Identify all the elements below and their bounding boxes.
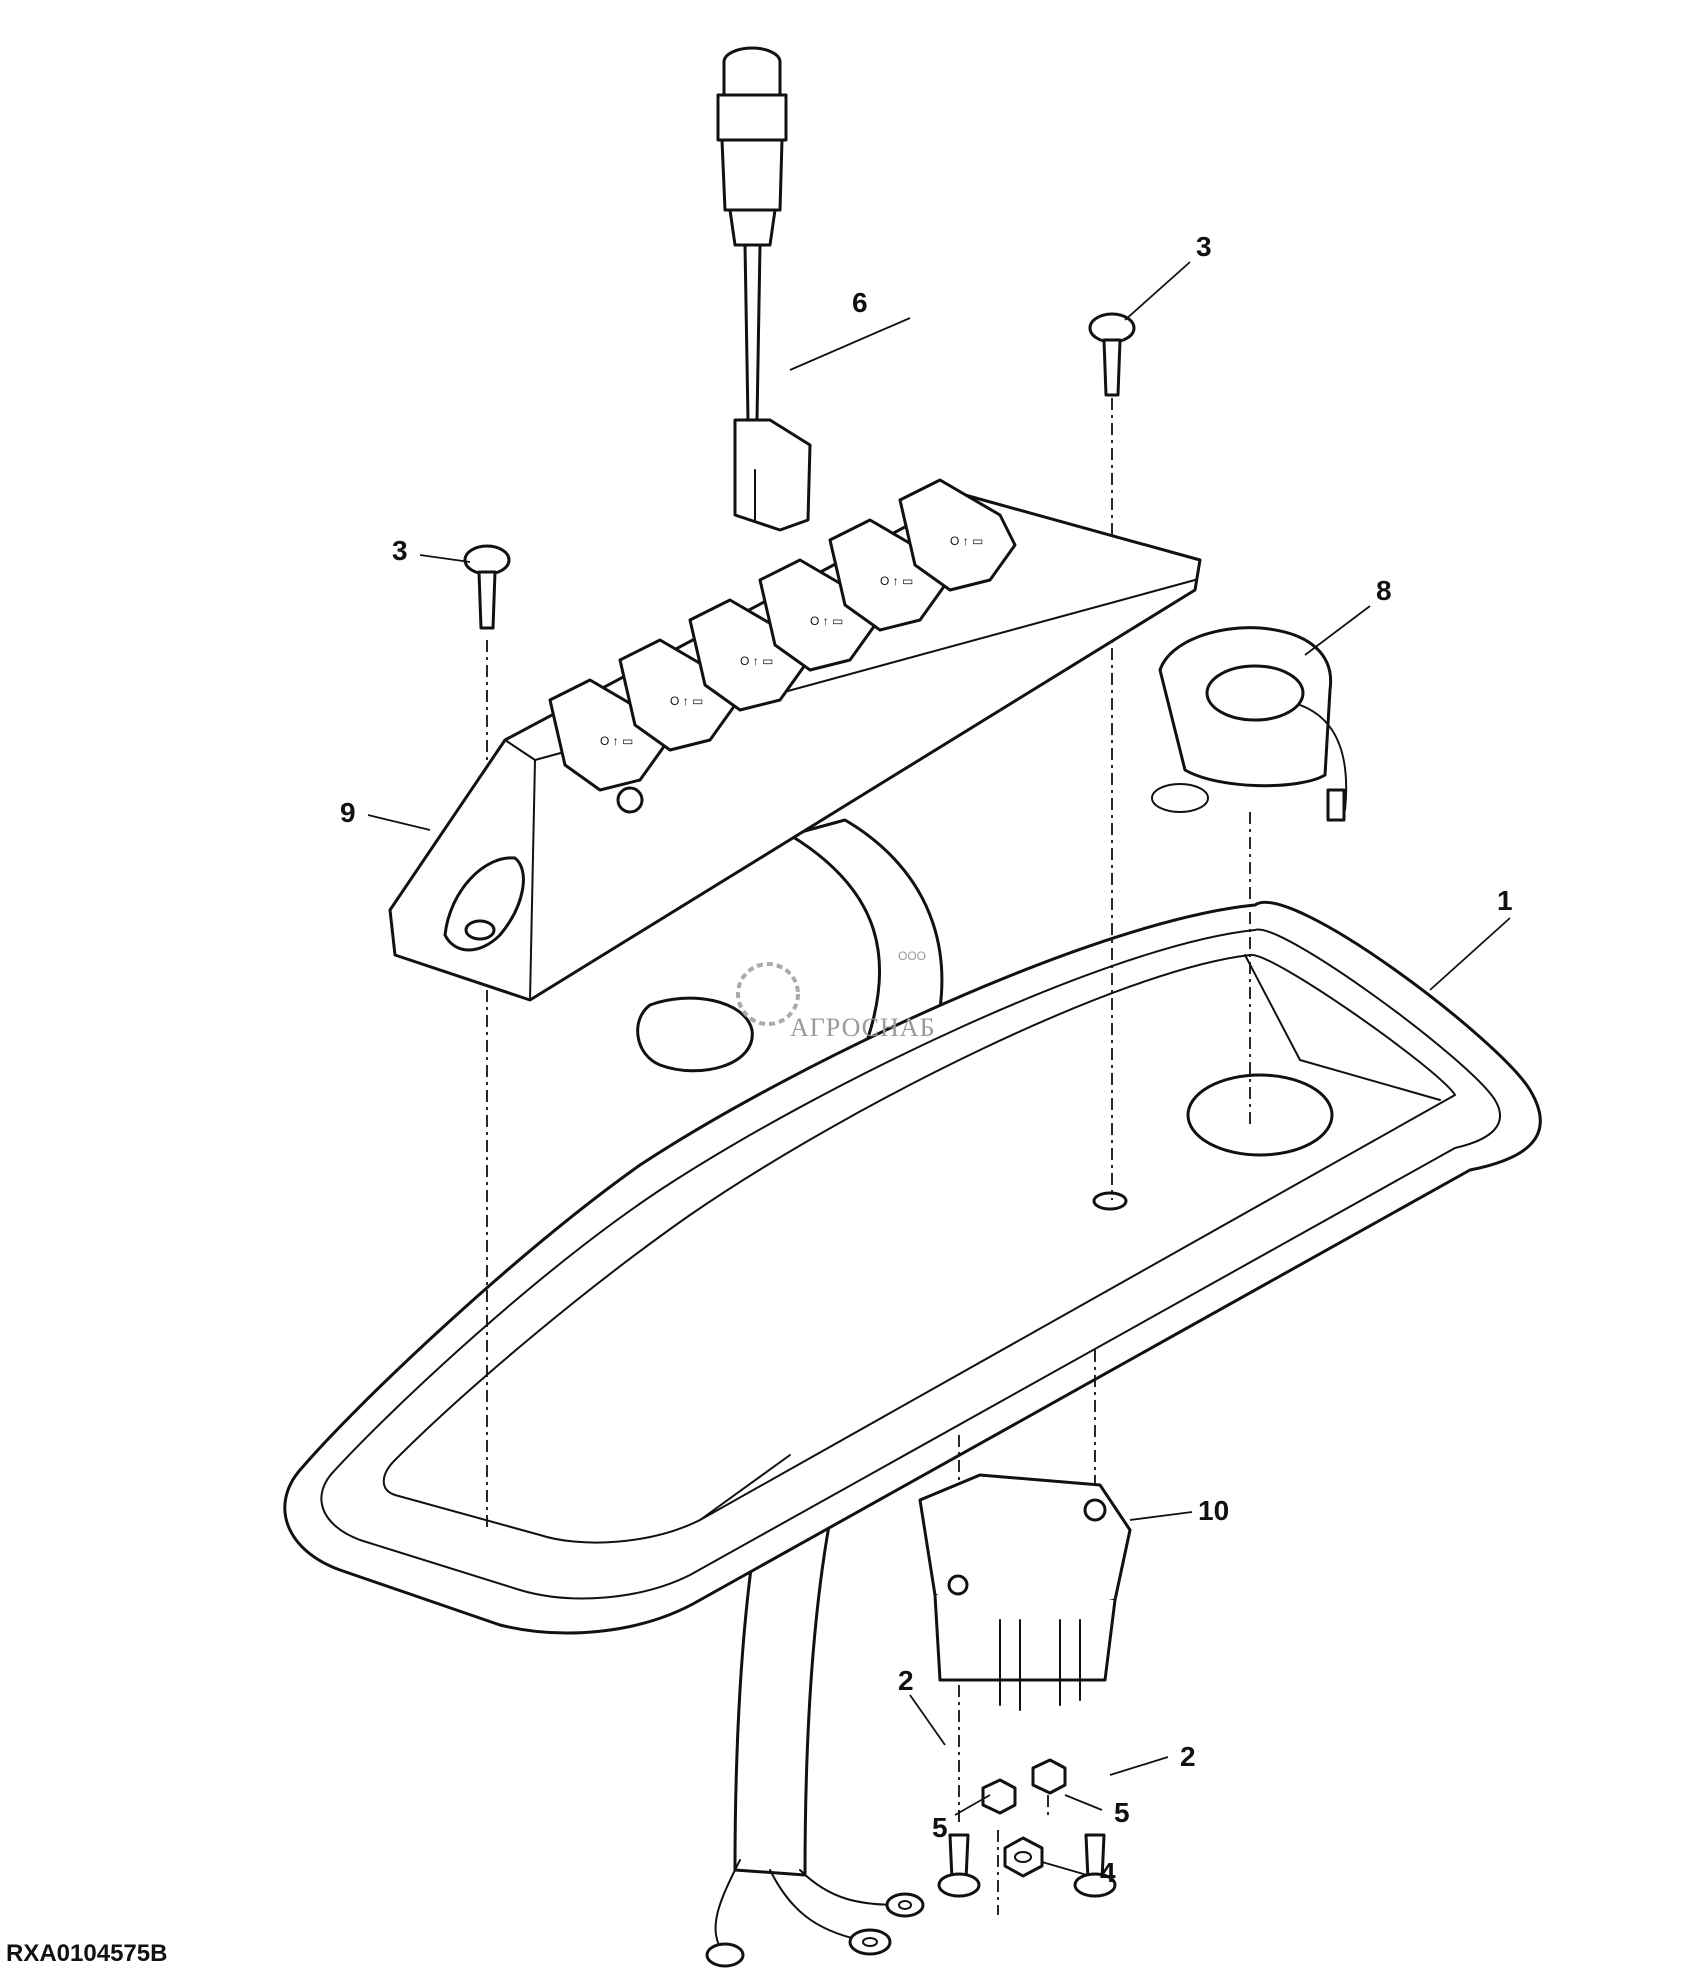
- switch-module: O ↑ ▭ O ↑ ▭ O ↑ ▭ O ↑ ▭ O ↑ ▭ O ↑ ▭: [388, 478, 1202, 1002]
- callout-labels: 1 2 2 3 3 4 5 5 6 8 9 10: [340, 231, 1513, 1888]
- screw-lower-left: [937, 1833, 981, 1898]
- console-tray: [283, 901, 1542, 1635]
- svg-text:O ↑ ▭: O ↑ ▭: [740, 654, 773, 668]
- callout-9: 9: [340, 797, 356, 828]
- power-socket: [716, 46, 812, 532]
- mounting-bracket: [918, 1473, 1132, 1711]
- figure-id: RXA0104575B: [6, 1940, 167, 1967]
- nut-left: [981, 1778, 1017, 1815]
- screw-lower-right: [1073, 1833, 1117, 1898]
- svg-text:O ↑ ▭: O ↑ ▭: [950, 534, 983, 548]
- callout-2-right: 2: [1180, 1741, 1196, 1772]
- svg-text:O ↑ ▭: O ↑ ▭: [810, 614, 843, 628]
- nut-bottom: [1003, 1836, 1044, 1878]
- callout-1: 1: [1497, 885, 1513, 916]
- watermark: ООО АГРОСНАБ: [736, 949, 936, 1042]
- callout-5-left: 5: [932, 1812, 948, 1843]
- callout-5-right: 5: [1114, 1797, 1130, 1828]
- screw-left: [463, 544, 511, 630]
- callout-4: 4: [1100, 1857, 1116, 1888]
- watermark-main: АГРОСНАБ: [790, 1013, 936, 1042]
- callout-3-upper: 3: [1196, 231, 1212, 262]
- leader-lines: [367, 261, 1511, 1876]
- callout-6: 6: [852, 287, 868, 318]
- svg-text:O ↑ ▭: O ↑ ▭: [670, 694, 703, 708]
- callout-8: 8: [1376, 575, 1392, 606]
- rocker-switch-row: O ↑ ▭ O ↑ ▭ O ↑ ▭ O ↑ ▭ O ↑ ▭ O ↑ ▭: [548, 478, 1017, 814]
- screw-upper-right: [1088, 312, 1136, 397]
- callout-3-left: 3: [392, 535, 408, 566]
- svg-text:O ↑ ▭: O ↑ ▭: [880, 574, 913, 588]
- nut-right: [1031, 1758, 1067, 1795]
- callout-2-left: 2: [898, 1665, 914, 1696]
- callout-10: 10: [1198, 1495, 1229, 1526]
- svg-text:O ↑ ▭: O ↑ ▭: [600, 734, 633, 748]
- watermark-top: ООО: [898, 949, 926, 963]
- knurled-cap: [1151, 626, 1348, 822]
